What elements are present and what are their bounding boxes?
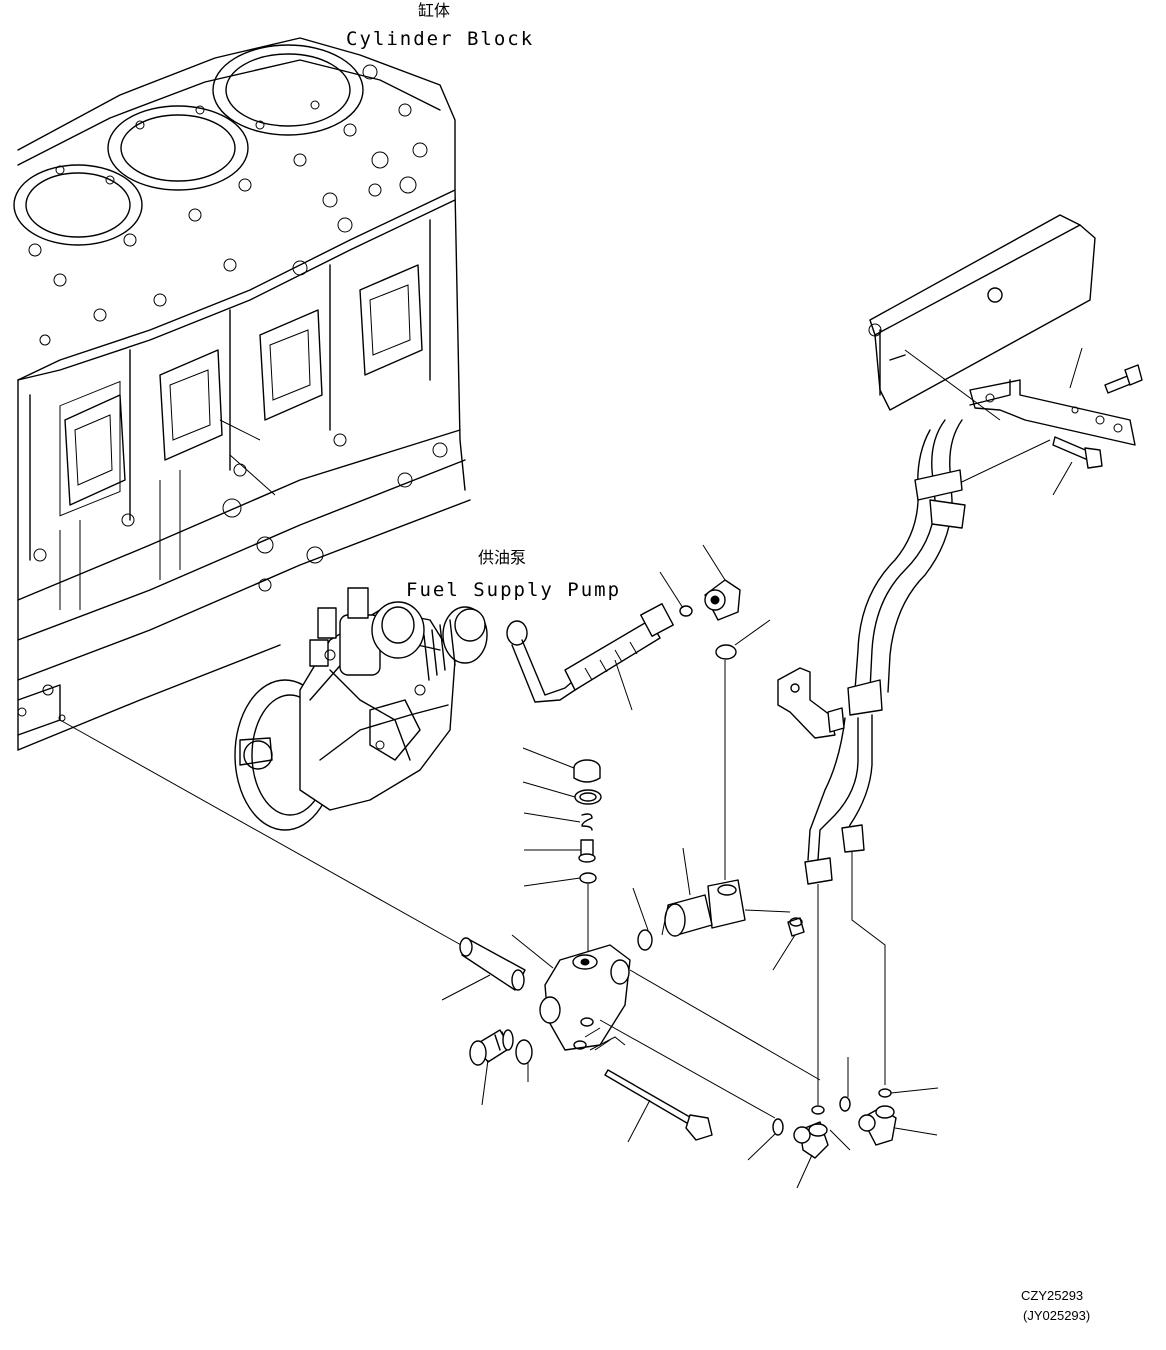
connector-fitting — [469, 1029, 514, 1106]
distribution-block — [511, 934, 821, 1119]
fuel-pump-label-cn: 供油泵 — [478, 548, 526, 567]
fuel-tubes — [807, 419, 966, 861]
cap-plug — [772, 917, 805, 971]
l-bracket — [969, 347, 1136, 446]
fuel-supply-pump — [234, 587, 488, 831]
elbow-block-fitting — [661, 847, 791, 937]
o-ring — [679, 605, 693, 617]
tube-nut — [804, 824, 865, 885]
o-ring — [637, 929, 653, 951]
elbow-fitting-lower-b — [858, 1105, 938, 1146]
drawing-code: CZY25293 — [1021, 1288, 1083, 1303]
spring — [523, 812, 593, 831]
elbow-fitting-lower-a — [793, 1121, 851, 1189]
plug — [522, 747, 601, 783]
drawing-code-secondary: (JY025293) — [1023, 1308, 1090, 1323]
sleeve-tube — [441, 937, 526, 1001]
cylinder-block-label-en: Cylinder Block — [346, 28, 534, 50]
bracket-bolt — [1104, 364, 1143, 394]
o-ring — [515, 1039, 533, 1065]
o-ring — [878, 1088, 892, 1098]
clamp-bolt — [1052, 436, 1103, 496]
fuel-pump-label-en: Fuel Supply Pump — [406, 579, 621, 601]
tube-clip-bracket — [777, 667, 845, 739]
fuel-hose — [506, 603, 674, 711]
washer — [522, 781, 602, 805]
mounting-bracket — [868, 214, 1096, 411]
o-ring — [811, 1105, 825, 1115]
o-ring — [772, 1118, 784, 1136]
cylinder-block-label-cn: 缸体 — [418, 1, 450, 20]
cylinder-block — [13, 37, 471, 751]
ring — [523, 872, 597, 887]
o-ring — [839, 1096, 851, 1112]
elbow-fitting — [702, 544, 741, 621]
leader-block-sleeve — [59, 719, 471, 951]
bolt — [524, 839, 596, 863]
o-ring — [715, 644, 737, 660]
long-bolt — [604, 1069, 713, 1143]
